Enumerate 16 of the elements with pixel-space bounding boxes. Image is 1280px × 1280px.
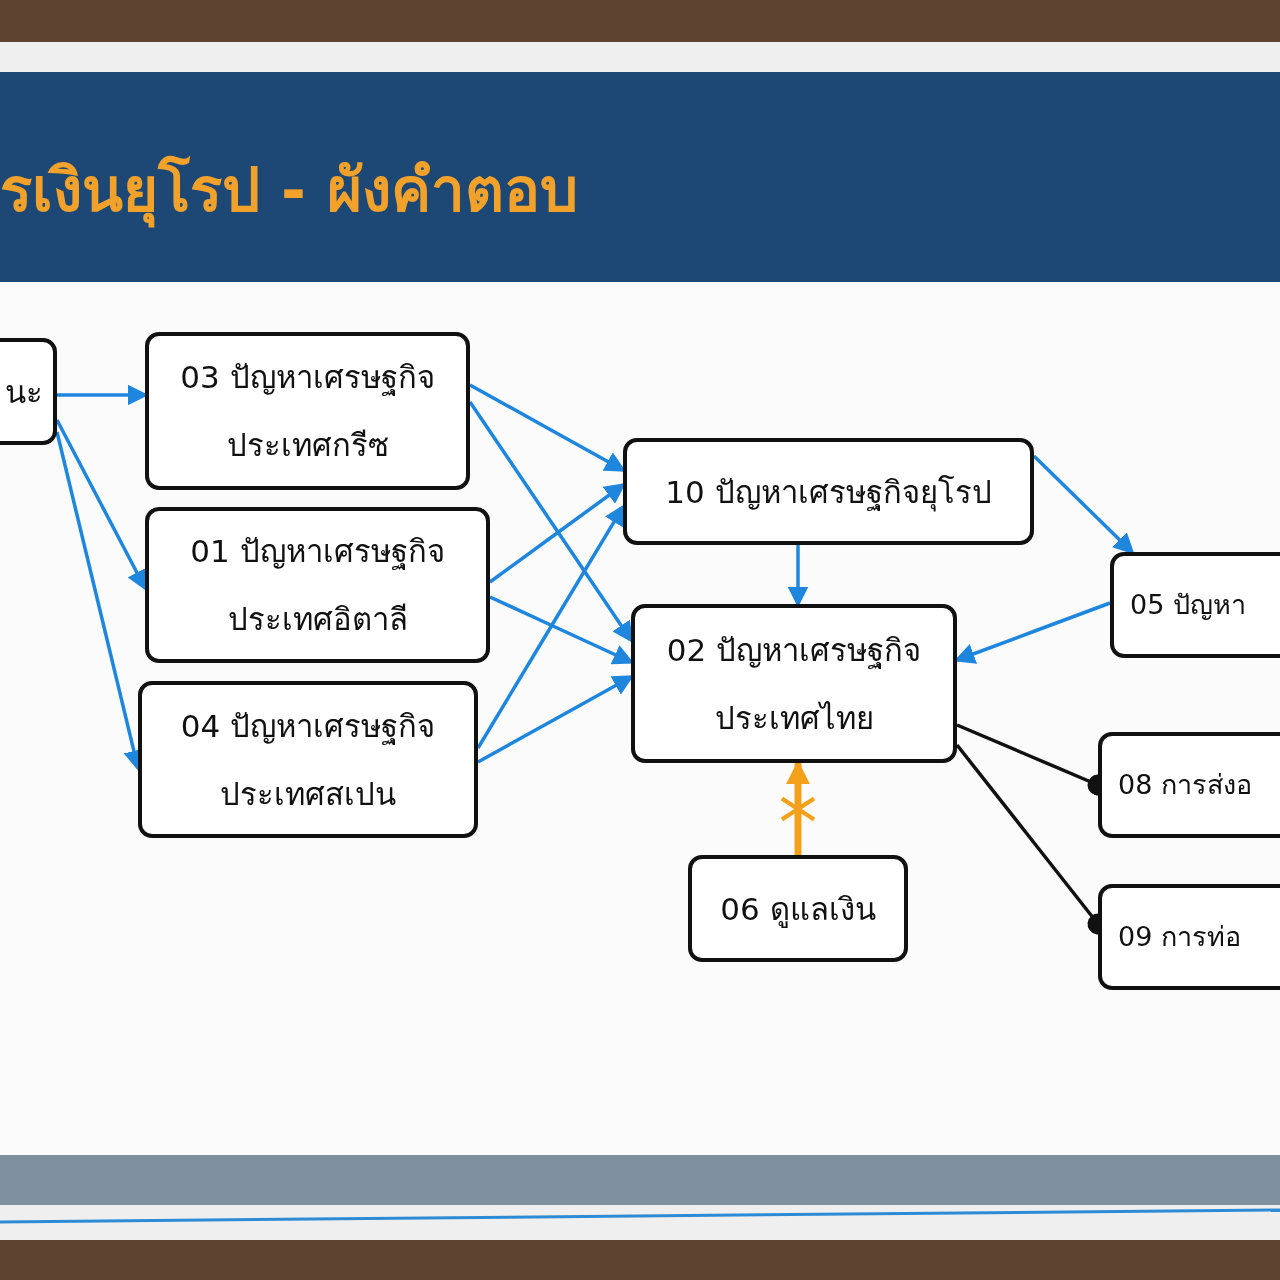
arrow	[468, 401, 633, 643]
slide-title: รเงินยุโรป - ผังคำตอบ	[0, 150, 578, 230]
process-box: 10 ปัญหาเศรษฐกิจยุโรป	[623, 438, 1034, 545]
process-box: 05 ปัญหา	[1110, 552, 1280, 658]
process-box: 02 ปัญหาเศรษฐกิจ ประเทศไทย	[631, 604, 957, 763]
process-box: 09 การท่อ	[1098, 884, 1280, 990]
process-box: 04 ปัญหาเศรษฐกิจ ประเทศสเปน	[138, 681, 478, 838]
arrow	[781, 763, 816, 855]
arrow	[476, 504, 625, 749]
arrow	[55, 419, 147, 592]
process-box: 08 การส่งอ	[1098, 732, 1280, 838]
process-box: 03 ปัญหาเศรษฐกิจ ประเทศกรีซ	[145, 332, 470, 490]
process-box: 01 ปัญหาเศรษฐกิจ ประเทศอิตาลี	[145, 507, 490, 663]
process-box: นะ	[0, 338, 57, 445]
arrow	[1032, 454, 1135, 555]
process-box: 06 ดูแลเงิน	[688, 855, 908, 962]
